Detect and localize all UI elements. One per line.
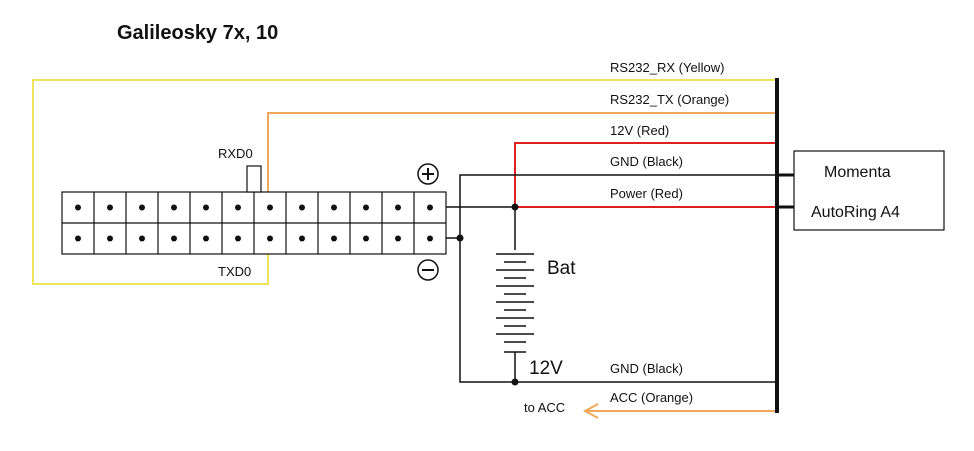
wire-rs232-rx-yellow <box>32 79 776 285</box>
wire-gnd-black-top <box>459 174 790 383</box>
wire-12v-red <box>514 142 776 207</box>
diagram-title: Galileosky 7x, 10 <box>117 22 278 44</box>
connector-pin <box>363 204 369 211</box>
connector-pin <box>235 204 241 211</box>
junction-dot-plus <box>511 203 519 211</box>
connector-pin <box>75 235 81 242</box>
device-box <box>793 150 945 231</box>
minus-icon <box>417 259 439 281</box>
connector-pin <box>203 235 209 242</box>
wire-rs232-tx-orange <box>267 112 776 207</box>
connector-pin <box>267 204 273 211</box>
label-acc-orange: ACC (Orange) <box>610 390 693 405</box>
connector-pin <box>299 235 305 242</box>
connector-pin <box>139 235 145 242</box>
label-battery: Bat <box>547 258 576 279</box>
label-txd0: TXD0 <box>218 264 251 279</box>
connector-pin <box>363 235 369 242</box>
label-power-red: Power (Red) <box>610 186 683 201</box>
label-rs232-rx: RS232_RX (Yellow) <box>610 60 724 75</box>
device-name-line2: AutoRing A4 <box>811 204 900 221</box>
connector-block <box>61 165 447 255</box>
connector-pin <box>203 204 209 211</box>
label-to-acc: to ACC <box>524 400 565 415</box>
junction-dot-battery <box>511 378 519 386</box>
label-gnd-black-bottom: GND (Black) <box>610 361 683 376</box>
label-12v-red: 12V (Red) <box>610 123 669 138</box>
label-gnd-black-top: GND (Black) <box>610 154 683 169</box>
connector-pin <box>107 204 113 211</box>
device-name-line1: Momenta <box>824 164 891 181</box>
connector-pin <box>171 235 177 242</box>
label-rs232-tx: RS232_TX (Orange) <box>610 92 729 107</box>
label-rxd0: RXD0 <box>218 146 253 161</box>
connector-latch <box>246 165 262 193</box>
connector-pin <box>331 204 337 211</box>
connector-pin <box>139 204 145 211</box>
connector-pin <box>299 204 305 211</box>
acc-arrow-icon <box>582 403 599 419</box>
battery-symbol <box>496 253 534 353</box>
connector-pin <box>235 235 241 242</box>
connector-pin <box>267 235 273 242</box>
connector-pin <box>331 235 337 242</box>
plus-icon <box>417 163 439 185</box>
connector-pin <box>427 235 433 242</box>
connector-pin <box>427 204 433 211</box>
connector-pin <box>171 204 177 211</box>
label-battery-voltage: 12V <box>529 358 563 379</box>
connector-pin <box>395 204 401 211</box>
connector-pin <box>75 204 81 211</box>
junction-dot-minus <box>456 234 464 242</box>
connector-pin <box>107 235 113 242</box>
connector-pin <box>395 235 401 242</box>
